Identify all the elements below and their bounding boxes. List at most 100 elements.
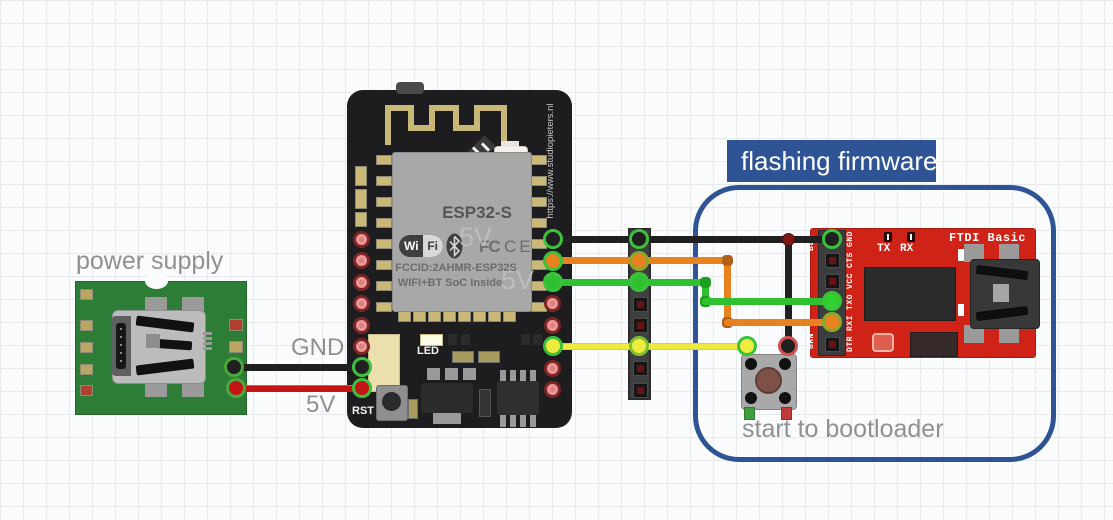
esp32-component bbox=[433, 413, 461, 424]
usb-face-dot bbox=[120, 328, 122, 330]
ce-mark: CE bbox=[504, 237, 534, 256]
usb-pad bbox=[964, 244, 984, 262]
ftdi-component bbox=[910, 332, 958, 357]
wire-green-h2 bbox=[702, 298, 836, 305]
wifi-logo-icon: Wi Fi bbox=[399, 235, 443, 257]
shield-pad bbox=[376, 176, 392, 186]
wire-orange-h2 bbox=[724, 319, 836, 326]
shield-pad bbox=[376, 218, 392, 228]
esp32-ic-legs bbox=[530, 370, 536, 382]
shield-pad bbox=[398, 311, 411, 322]
shield-pad bbox=[443, 311, 456, 322]
ftdi-side-mark bbox=[958, 249, 964, 261]
shield-pad bbox=[376, 197, 392, 207]
esp32-component bbox=[445, 368, 458, 380]
wire-orange-elbow bbox=[722, 255, 733, 266]
ftdi-blk-label: BLK bbox=[807, 235, 816, 251]
ftdi-chip bbox=[864, 267, 956, 321]
esp32-pinhole bbox=[353, 338, 370, 355]
esp32-component bbox=[408, 399, 418, 419]
shield-pad bbox=[531, 155, 547, 165]
esp32-ic bbox=[421, 383, 473, 413]
esp32-ic-legs bbox=[500, 370, 506, 382]
wire-junction-dot bbox=[782, 233, 795, 246]
button-lead-red bbox=[781, 407, 792, 420]
shield-pad bbox=[473, 311, 486, 322]
tx-label: TX bbox=[877, 243, 891, 255]
usb-pin bbox=[203, 337, 212, 340]
shield-pad bbox=[376, 302, 392, 312]
ftdi-component bbox=[872, 333, 894, 352]
studiopieters-url: https://www.studiopieters.nl bbox=[545, 103, 556, 219]
watermark-5v: 5V bbox=[459, 222, 493, 252]
ftdi-hole-cts bbox=[825, 253, 840, 268]
button-cap bbox=[755, 367, 782, 394]
esp32-pinhole bbox=[353, 274, 370, 291]
header-hole bbox=[633, 297, 648, 312]
wire-yellow bbox=[553, 343, 751, 350]
esp32-pinhole bbox=[544, 381, 561, 398]
wire-gnd-branch bbox=[785, 239, 792, 349]
esp32-top-tab bbox=[396, 82, 424, 94]
shield-pad bbox=[428, 311, 441, 322]
esp32-pinhole bbox=[353, 231, 370, 248]
ipex-tab bbox=[501, 141, 519, 147]
usb-face-slot bbox=[116, 323, 126, 369]
usb-pin bbox=[203, 332, 212, 335]
esp32-pinhole bbox=[353, 252, 370, 269]
wire-5v-psu bbox=[236, 385, 362, 392]
psu-pad bbox=[229, 319, 243, 331]
pin-ring bbox=[352, 357, 372, 377]
shield-pad bbox=[458, 311, 471, 322]
flashing-firmware-title-box: flashing firmware bbox=[727, 140, 938, 182]
board-pad bbox=[355, 189, 367, 209]
pin-ring bbox=[629, 336, 649, 356]
shield-pad bbox=[376, 260, 392, 270]
pin-ring bbox=[226, 378, 246, 398]
esp32-ic bbox=[497, 381, 539, 415]
led-component bbox=[420, 334, 443, 346]
usb-pad bbox=[999, 244, 1019, 262]
wire-green-elbow bbox=[700, 277, 711, 288]
button-corner-pin bbox=[745, 392, 757, 404]
pin-ring bbox=[737, 336, 757, 356]
fcc-mark: FC bbox=[479, 237, 501, 256]
wifi-logo-wi: Wi bbox=[404, 239, 419, 253]
pin-ring bbox=[543, 229, 563, 249]
psu-pad bbox=[80, 320, 93, 331]
psu-pad bbox=[229, 341, 243, 353]
usb-center-pad bbox=[146, 334, 160, 348]
usb-pin bbox=[203, 342, 212, 345]
esp32-component bbox=[463, 368, 476, 380]
usb-pad bbox=[999, 325, 1019, 343]
5v-label: 5V bbox=[306, 391, 336, 418]
rx-label: RX bbox=[900, 243, 914, 255]
esp32-ic-legs bbox=[520, 370, 526, 382]
ftdi-name: FTDI Basic bbox=[948, 231, 1026, 245]
bootloader-label: start to bootloader bbox=[742, 415, 944, 443]
ftdi-grn-label: GRN bbox=[807, 333, 816, 349]
shield-pad bbox=[531, 176, 547, 186]
rst-button-cap bbox=[382, 392, 401, 411]
usb-center-pad bbox=[993, 284, 1009, 302]
button-corner-pin bbox=[779, 392, 791, 404]
pin-ring bbox=[352, 378, 372, 398]
wire-orange-v bbox=[724, 257, 731, 326]
button-corner-pin bbox=[779, 358, 791, 370]
shield-pad bbox=[413, 311, 426, 322]
wire-gnd-main bbox=[553, 236, 834, 243]
pin-ring bbox=[822, 312, 842, 332]
wifi-logo-fi: Fi bbox=[427, 239, 438, 253]
usb-pad bbox=[964, 325, 984, 343]
tx-led-icon bbox=[884, 232, 892, 242]
esp32-component bbox=[478, 351, 500, 363]
ftdi-side-mark bbox=[958, 304, 964, 316]
esp32-ic-legs bbox=[530, 415, 536, 427]
shield-pad bbox=[531, 218, 547, 228]
header-hole bbox=[633, 383, 648, 398]
usb-pin bbox=[203, 347, 212, 350]
button-corner-pin bbox=[745, 358, 757, 370]
ftdi-pin-label-dtr: DTR bbox=[846, 336, 855, 352]
esp32-component bbox=[533, 334, 542, 345]
